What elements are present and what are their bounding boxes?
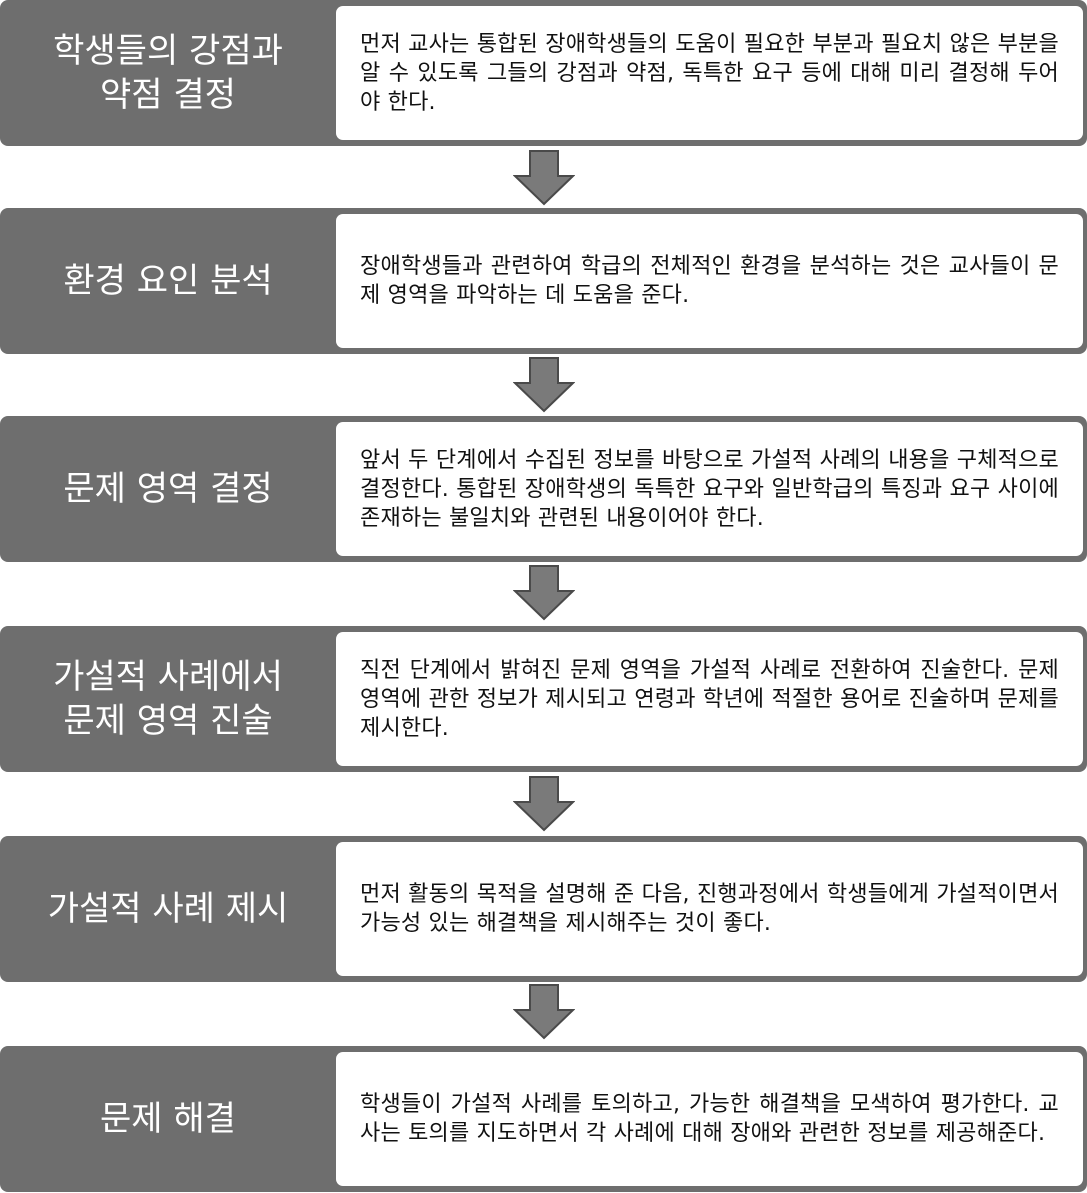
step-6-description: 학생들이 가설적 사례를 토의하고, 가능한 해결책을 모색하여 평가한다. 교… [360, 1092, 1059, 1146]
down-arrow-icon [513, 776, 575, 832]
step-5-description-box: 먼저 활동의 목적을 설명해 준 다음, 진행과정에서 학생들에게 가설적이면서… [336, 842, 1083, 976]
step-3-description: 앞서 두 단계에서 수집된 정보를 바탕으로 가설적 사례의 내용을 구체적으로… [360, 447, 1059, 531]
step-5-description: 먼저 활동의 목적을 설명해 준 다음, 진행과정에서 학생들에게 가설적이면서… [360, 882, 1059, 936]
step-6-title: 문제 해결 [100, 1099, 236, 1139]
step-2-box: 환경 요인 분석 장애학생들과 관련하여 학급의 전체적인 환경을 분석하는 것… [0, 208, 1087, 354]
step-1-description: 먼저 교사는 통합된 장애학생들의 도움이 필요한 부분과 필요치 않은 부분을… [360, 31, 1059, 115]
step-6-box: 문제 해결 학생들이 가설적 사례를 토의하고, 가능한 해결책을 모색하여 평… [0, 1046, 1087, 1192]
step-5-box: 가설적 사례 제시 먼저 활동의 목적을 설명해 준 다음, 진행과정에서 학생… [0, 836, 1087, 982]
down-arrow-icon [513, 984, 575, 1040]
step-3-title: 문제 영역 결정 [63, 469, 273, 509]
step-3-description-box: 앞서 두 단계에서 수집된 정보를 바탕으로 가설적 사례의 내용을 구체적으로… [336, 422, 1083, 556]
down-arrow-icon [513, 150, 575, 206]
step-3-box: 문제 영역 결정 앞서 두 단계에서 수집된 정보를 바탕으로 가설적 사례의 … [0, 416, 1087, 562]
step-2-title: 환경 요인 분석 [63, 261, 273, 301]
step-4-box: 가설적 사례에서 문제 영역 진술 직전 단계에서 밝혀진 문제 영역을 가설적… [0, 626, 1087, 772]
step-2-description-box: 장애학생들과 관련하여 학급의 전체적인 환경을 분석하는 것은 교사들이 문제… [336, 214, 1083, 348]
down-arrow-icon [513, 565, 575, 621]
step-4-description: 직전 단계에서 밝혀진 문제 영역을 가설적 사례로 전환하여 진술한다. 문제… [360, 657, 1059, 741]
step-1-title: 학생들의 강점과 약점 결정 [53, 31, 283, 115]
step-6-description-box: 학생들이 가설적 사례를 토의하고, 가능한 해결책을 모색하여 평가한다. 교… [336, 1052, 1083, 1186]
step-2-description: 장애학생들과 관련하여 학급의 전체적인 환경을 분석하는 것은 교사들이 문제… [360, 254, 1059, 308]
step-1-box: 학생들의 강점과 약점 결정 먼저 교사는 통합된 장애학생들의 도움이 필요한… [0, 0, 1087, 146]
step-4-description-box: 직전 단계에서 밝혀진 문제 영역을 가설적 사례로 전환하여 진술한다. 문제… [336, 632, 1083, 766]
down-arrow-icon [513, 357, 575, 413]
step-5-title: 가설적 사례 제시 [47, 889, 289, 929]
step-4-title: 가설적 사례에서 문제 영역 진술 [53, 657, 283, 741]
step-1-description-box: 먼저 교사는 통합된 장애학생들의 도움이 필요한 부분과 필요치 않은 부분을… [336, 6, 1083, 140]
